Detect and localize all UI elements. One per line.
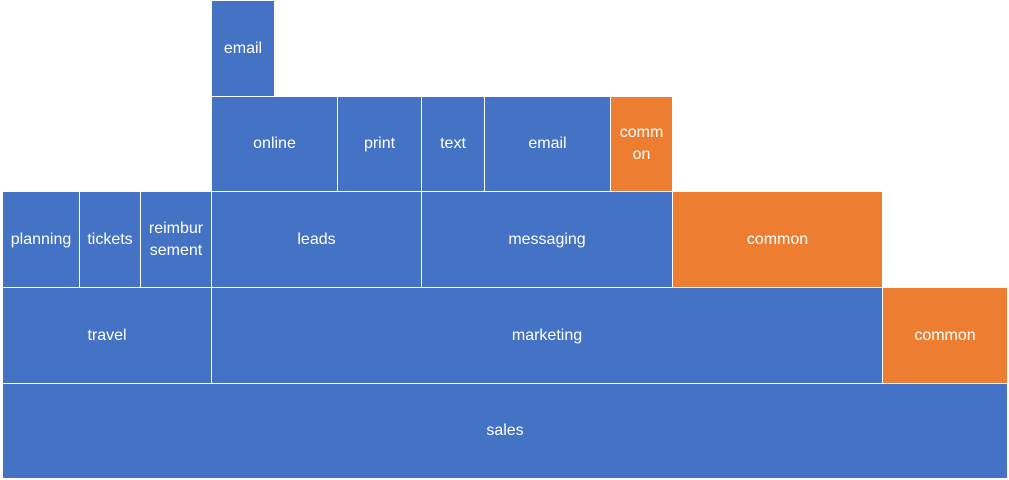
label-travel: travel: [87, 326, 127, 344]
label-email-top: email: [223, 39, 263, 57]
label-common-level2: common: [746, 230, 809, 248]
block-planning: planning: [2, 191, 80, 288]
label-sales: sales: [486, 422, 524, 439]
label-common-level1: common: [914, 326, 976, 344]
label-marketing: marketing: [511, 326, 583, 344]
label-tickets: tickets: [87, 230, 133, 248]
block-marketing: marketing: [211, 287, 883, 384]
block-tickets: tickets: [79, 191, 141, 288]
block-common-level3: common: [610, 96, 673, 192]
block-messaging: messaging: [421, 191, 673, 288]
block-leads: leads: [211, 191, 422, 288]
label-leads: leads: [297, 230, 336, 248]
block-sales: sales: [2, 383, 1008, 479]
block-email: email: [484, 96, 611, 192]
label-planning: planning: [10, 230, 72, 248]
block-common-level2: common: [672, 191, 883, 288]
block-email-top: email: [211, 0, 275, 97]
label-common-level3: common: [619, 124, 664, 163]
label-online: online: [253, 135, 296, 152]
block-text: text: [421, 96, 485, 192]
label-reimbursement: reimbursement: [148, 219, 204, 259]
label-text: text: [440, 135, 466, 152]
block-travel: travel: [2, 287, 212, 384]
block-print: print: [337, 96, 422, 192]
block-online: online: [211, 96, 338, 192]
block-common-level1: common: [882, 287, 1008, 384]
label-messaging: messaging: [508, 230, 586, 248]
label-email: email: [528, 135, 567, 152]
block-reimbursement: reimbursement: [140, 191, 212, 288]
label-print: print: [363, 135, 396, 152]
